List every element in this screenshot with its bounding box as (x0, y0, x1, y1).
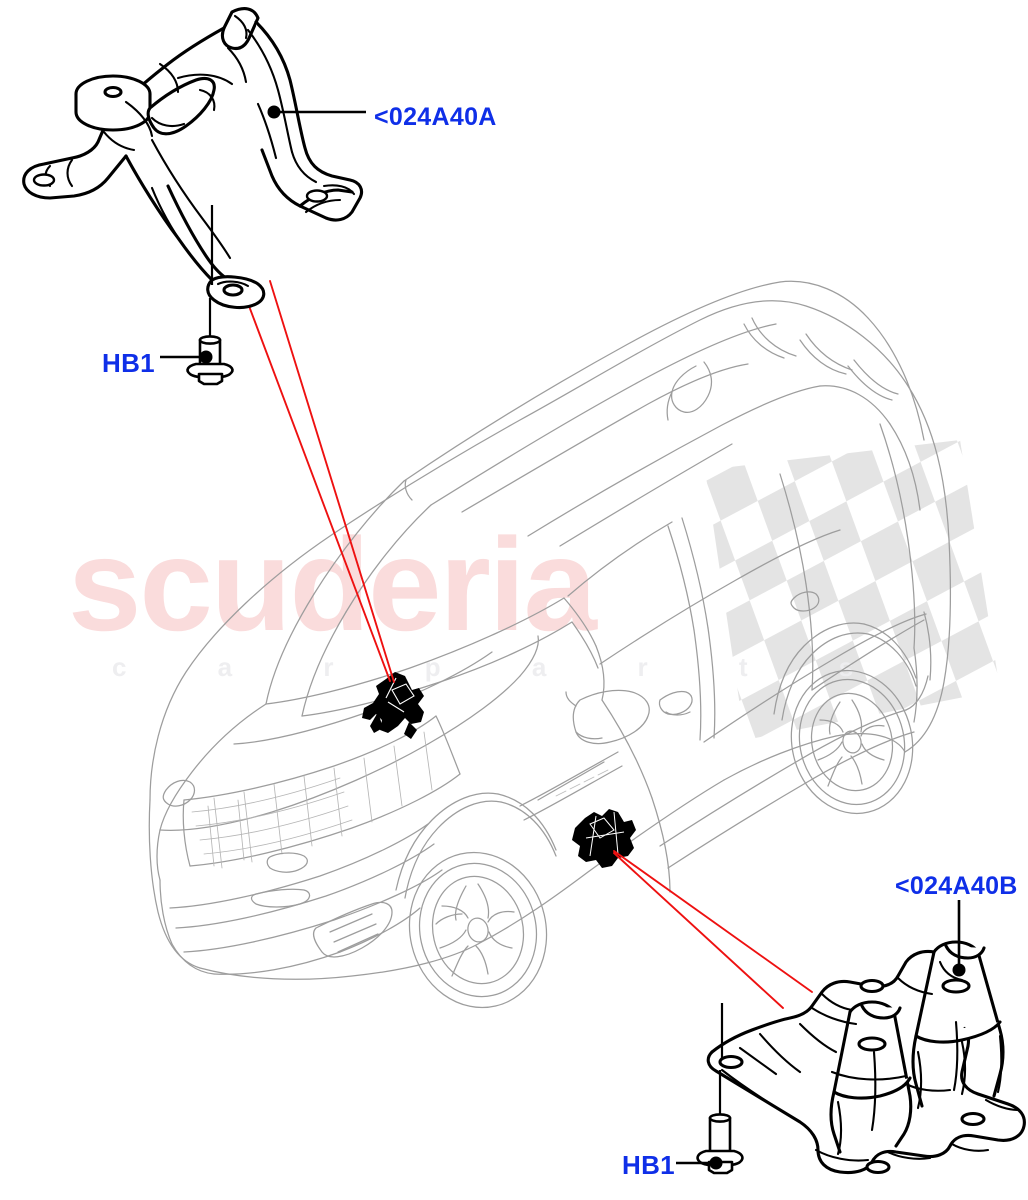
red-leader-lower-2 (613, 852, 784, 1009)
red-leader-lower-1 (613, 850, 813, 993)
callout-label-024a40b[interactable]: <024A40B (895, 872, 1018, 900)
lower-bracket-fitment-marker (572, 809, 636, 868)
lower-marker-detail (585, 811, 625, 857)
callout-label-hb1-upper[interactable]: HB1 (102, 348, 155, 378)
red-leader-upper-2 (269, 280, 395, 683)
callout-label-hb1-lower[interactable]: HB1 (622, 1150, 675, 1180)
red-leader-upper-1 (242, 289, 391, 682)
watermark-wordmark: scuderia (68, 511, 597, 658)
callout-label-024a40a[interactable]: <024A40A (374, 103, 497, 131)
